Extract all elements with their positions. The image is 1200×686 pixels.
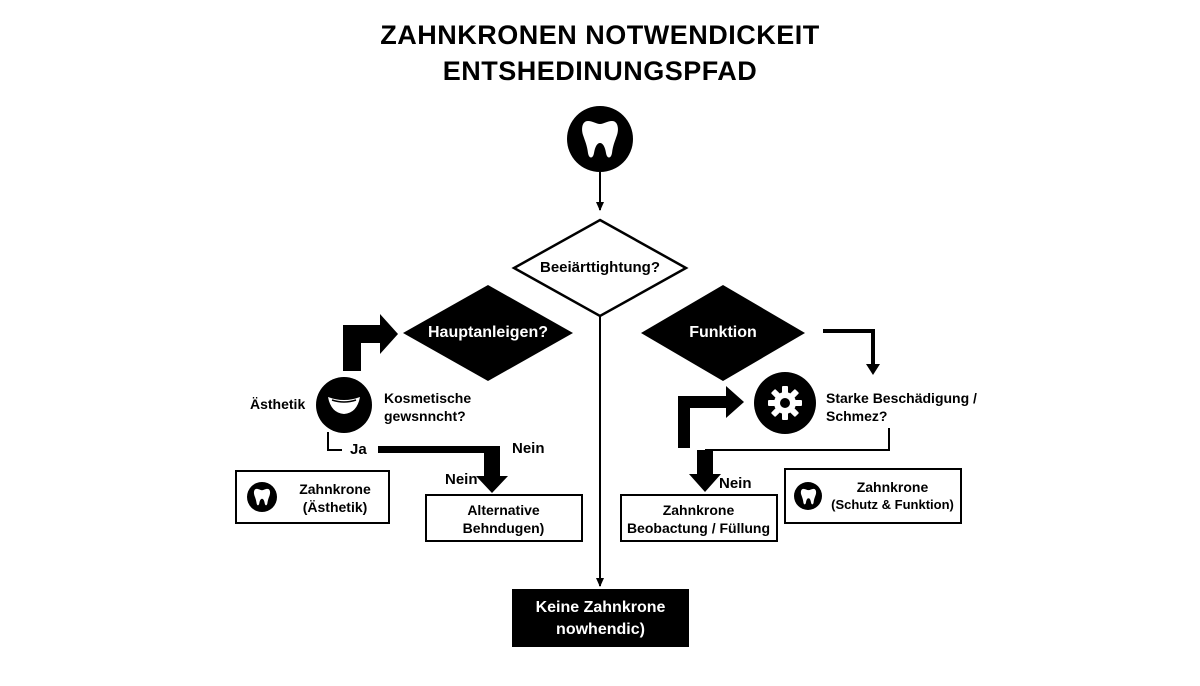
tooth-icon bbox=[567, 106, 633, 172]
outcome-box-aesthetic: Zahnkrone (Ästhetik) bbox=[235, 470, 390, 524]
edge-into-gear-arrow bbox=[678, 386, 744, 448]
damage-question-line-2: Schmez? bbox=[826, 408, 888, 424]
box-protect-line-2: (Schutz & Funktion) bbox=[831, 497, 954, 512]
cosmetic-question-line-1: Kosmetische bbox=[384, 390, 472, 406]
edge-funktion-right bbox=[823, 329, 875, 365]
edge-ja-bottom bbox=[327, 432, 342, 451]
outcome-box-alternative: Alternative Behndugen) bbox=[425, 494, 583, 542]
box-observe-line-1: Zahnkrone bbox=[662, 502, 735, 518]
box-alternative-line-2: Behndugen) bbox=[462, 520, 545, 536]
title-line-2: ENTSHEDINUNGSPFAD bbox=[442, 56, 758, 86]
decision-main-diamond bbox=[511, 218, 689, 318]
damage-question-line-1: Starke Beschädigung / bbox=[826, 390, 977, 406]
box-none-line-2: nowhendic) bbox=[556, 621, 645, 638]
box-none-line-1: Keine Zahnkrone bbox=[535, 599, 666, 616]
edge-ja-top-arrow bbox=[343, 314, 398, 371]
outcome-box-observe: Zahnkrone Beobactung / Füllung bbox=[620, 494, 778, 542]
outcome-box-none: Keine Zahnkrone nowhendic) bbox=[512, 589, 689, 647]
edge-ja-bottom-label: Ja bbox=[350, 441, 367, 458]
decision-left-label: Hauptanleigen? bbox=[427, 324, 548, 341]
decision-main-label: Beeiärttightung? bbox=[540, 259, 660, 276]
edge-gear-to-observe bbox=[705, 428, 890, 451]
box-observe-line-2: Beobactung / Füllung bbox=[626, 520, 771, 536]
outcome-box-protect: Zahnkrone (Schutz & Funktion) bbox=[784, 468, 962, 524]
decision-right-diamond bbox=[641, 285, 805, 381]
smile-icon bbox=[316, 377, 372, 433]
tooth-icon bbox=[247, 482, 277, 512]
box-alternative-line-1: Alternative bbox=[467, 502, 540, 518]
edge-nein-right-arrow bbox=[689, 450, 721, 492]
gear-icon bbox=[754, 372, 816, 434]
smile-prefix-label: Ästhetik bbox=[250, 396, 306, 412]
edge-nein-left-arrow bbox=[378, 446, 508, 493]
edge-nein-left-top-label: Nein bbox=[512, 440, 545, 457]
tooth-icon bbox=[794, 482, 822, 510]
edge-ja-top-label: Ja bbox=[357, 323, 374, 340]
decision-right-label: Funktion bbox=[689, 324, 757, 341]
title-line-1: ZAHNKRONEN NOTWENDICKEIT bbox=[380, 20, 820, 50]
box-aesthetic-line-1: Zahnkrone bbox=[299, 481, 371, 497]
cosmetic-question-line-2: gewsnncht? bbox=[384, 408, 466, 424]
edge-nein-right-label: Nein bbox=[719, 475, 752, 492]
edge-nein-left-bottom-label: Nein bbox=[445, 471, 478, 488]
edge-funktion-right-head bbox=[866, 364, 880, 375]
box-protect-line-1: Zahnkrone bbox=[856, 479, 929, 495]
box-aesthetic-line-2: (Ästhetik) bbox=[302, 499, 368, 515]
decision-left-diamond bbox=[403, 285, 573, 381]
